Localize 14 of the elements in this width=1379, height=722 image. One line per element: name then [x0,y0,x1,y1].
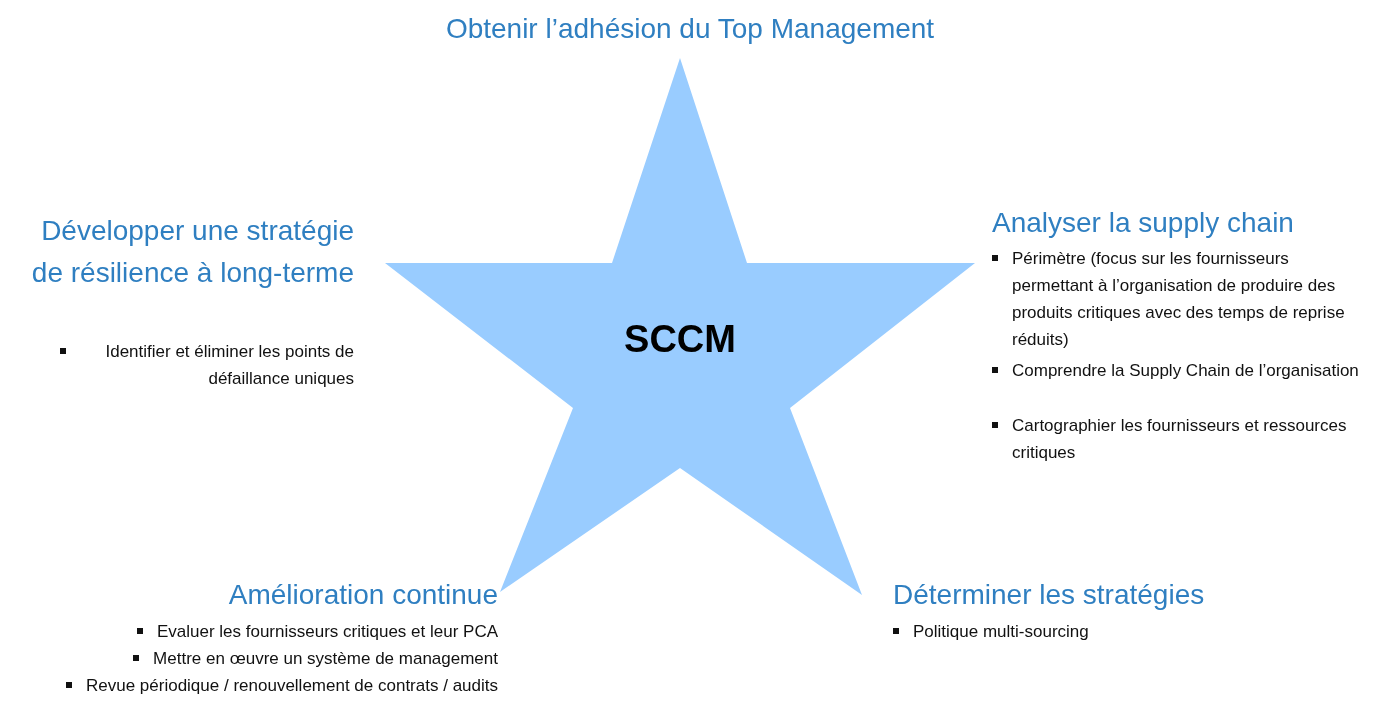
bullet-text: Périmètre (focus sur les fournisseurs permettant à l’organisation de produire des produits critiques avec des temps de reprise réduits) [1012,248,1346,351]
section-heading: Obtenir l’adhésion du Top Management [444,12,936,46]
bullet-text: Revue périodique / renouvellement de contrats / audits [85,675,498,697]
star-label: SCCM [623,317,737,362]
bullet-text: Mettre en œuvre un système de management [153,648,498,670]
section-heading: Analyser la supply chain [992,206,1295,240]
bullet-text: Evaluer les fournisseurs critiques et leur PCA [156,621,498,643]
bullet-text: Politique multi-sourcing [913,621,1089,643]
section-heading: Déterminer les stratégies [893,578,1206,612]
bullet-text: Identifier et éliminer les points de défaillance uniques [104,341,354,390]
section-heading: Amélioration continue [227,578,498,612]
bullet-text: Cartographier les fournisseurs et ressources critiques [1012,415,1348,464]
section-heading: Développer une stratégie de résilience à long-terme [30,214,354,290]
bullet-text: Comprendre la Supply Chain de l’organisation [1012,360,1359,382]
